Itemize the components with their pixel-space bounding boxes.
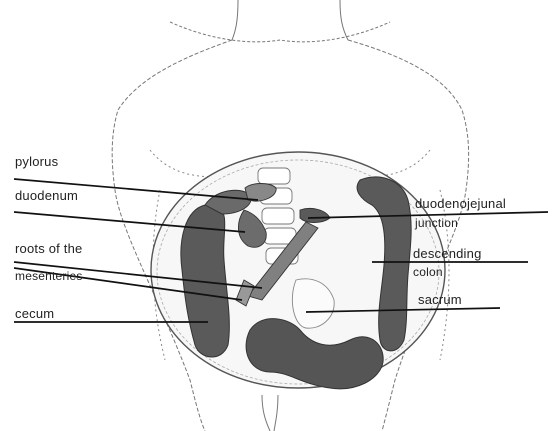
neck-right (340, 0, 348, 40)
neck-left (232, 0, 238, 40)
label-desc-line1: descending (413, 247, 482, 260)
label-sacrum: sacrum (418, 293, 462, 306)
label-roots-line1: roots of the (15, 242, 82, 255)
label-dj-line2: junction (415, 217, 458, 230)
torso-outline (170, 22, 390, 42)
label-roots-line2: mesenteries (15, 270, 83, 283)
label-desc-line2: colon (413, 266, 443, 279)
label-cecum: cecum (15, 307, 54, 320)
vertebra-3 (262, 208, 294, 224)
label-duodenum: duodenum (15, 189, 78, 202)
label-dj-line1: duodenojejunal (415, 197, 506, 210)
vertebra-1 (258, 168, 290, 184)
pubic-line (262, 395, 278, 431)
label-pylorus: pylorus (15, 155, 58, 168)
